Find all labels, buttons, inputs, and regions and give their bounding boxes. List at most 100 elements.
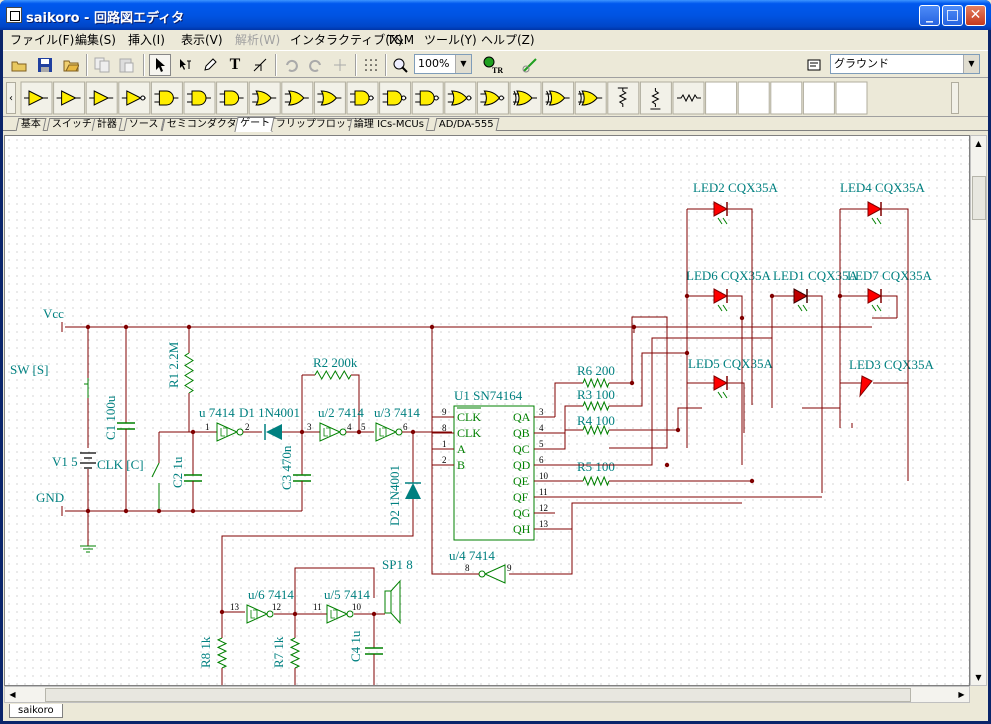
text-tool-button[interactable]: T: [224, 54, 246, 76]
battery-icon[interactable]: [80, 452, 96, 469]
select-tool-button[interactable]: [149, 54, 171, 76]
palette-part-button[interactable]: [770, 81, 803, 115]
palette-part-button[interactable]: [379, 81, 412, 115]
r2-wire[interactable]: [351, 374, 360, 432]
led-wire[interactable]: [807, 295, 823, 493]
r4-resistor[interactable]: [582, 424, 610, 436]
tab-logic-ics[interactable]: 論理 ICs-MCUs: [348, 118, 430, 131]
scroll-down-icon[interactable]: ▼: [975, 673, 982, 682]
open-button[interactable]: [60, 54, 82, 76]
scroll-up-icon[interactable]: ▲: [975, 139, 982, 148]
palette-part-button[interactable]: [737, 81, 770, 115]
r5-resistor[interactable]: [582, 475, 610, 487]
palette-part-button[interactable]: [281, 81, 314, 115]
r4-net[interactable]: [609, 407, 702, 431]
menu-edit[interactable]: 編集(S): [75, 33, 116, 47]
d2-diode[interactable]: [405, 483, 421, 499]
tab-semiconductor[interactable]: セミコンダクタ: [161, 118, 242, 131]
palette-part-button[interactable]: [150, 81, 183, 115]
palette-part-button[interactable]: [85, 81, 118, 115]
menu-file[interactable]: ファイル(F): [10, 33, 75, 47]
tab-basic[interactable]: 基本: [15, 118, 47, 131]
palette-part-button[interactable]: [183, 81, 216, 115]
title-bar[interactable]: saikoro - 回路図エディタ _ □ ✕: [0, 0, 991, 30]
qd-net[interactable]: [555, 337, 772, 466]
menu-tm[interactable]: T&M: [387, 33, 415, 47]
paste-button[interactable]: [115, 54, 137, 76]
c4-capacitor[interactable]: [365, 647, 383, 655]
clk-switch-icon[interactable]: [151, 462, 160, 511]
palette-part-button[interactable]: [574, 81, 607, 115]
layer-select[interactable]: グラウンド ▼: [830, 54, 980, 74]
qh-net[interactable]: [555, 502, 742, 530]
led-wire[interactable]: [727, 382, 745, 433]
palette-part-button[interactable]: [411, 81, 444, 115]
led3[interactable]: [859, 375, 873, 398]
led-wire[interactable]: [881, 208, 909, 481]
menu-view[interactable]: 表示(V): [181, 33, 223, 47]
r6-wire[interactable]: [554, 382, 583, 417]
layer-button[interactable]: [803, 54, 825, 76]
palette-part-button[interactable]: [542, 81, 575, 115]
speaker-icon[interactable]: [384, 579, 401, 625]
led2[interactable]: [713, 201, 729, 217]
led6[interactable]: [713, 288, 729, 304]
palette-part-button[interactable]: [639, 81, 672, 115]
app-icon[interactable]: [6, 7, 22, 23]
menu-analysis[interactable]: 解析(W): [235, 33, 281, 47]
led1[interactable]: [793, 288, 809, 304]
u4-inverter[interactable]: [483, 564, 506, 584]
scroll-left-icon[interactable]: ◀: [9, 690, 16, 699]
minimize-button[interactable]: _: [919, 5, 940, 26]
probe-select-button[interactable]: [519, 54, 541, 76]
d2-wire[interactable]: [221, 499, 414, 612]
r3-net[interactable]: [609, 352, 687, 407]
palette-part-button[interactable]: [346, 81, 379, 115]
palette-part-button[interactable]: [672, 81, 705, 115]
palette-part-button[interactable]: [118, 81, 151, 115]
palette-part-button[interactable]: [444, 81, 477, 115]
grid-button[interactable]: [360, 54, 382, 76]
save-button[interactable]: [34, 54, 56, 76]
c3-capacitor[interactable]: [293, 474, 311, 482]
horizontal-scroll-thumb[interactable]: [45, 688, 911, 702]
r6-net[interactable]: [609, 316, 668, 449]
zoom-button[interactable]: [389, 54, 411, 76]
pencil-tool-button[interactable]: [199, 54, 221, 76]
menu-insert[interactable]: 挿入(I): [128, 33, 165, 47]
palette-part-button[interactable]: [313, 81, 346, 115]
palette-part-button[interactable]: [705, 81, 738, 115]
c2-capacitor[interactable]: [184, 474, 202, 482]
r4-wire[interactable]: [555, 429, 583, 450]
undo-button[interactable]: [280, 54, 302, 76]
led-wire[interactable]: [727, 208, 753, 405]
transient-button[interactable]: TR: [479, 54, 507, 76]
vertical-scrollbar[interactable]: ▲ ▼: [970, 135, 987, 686]
led7[interactable]: [867, 288, 883, 304]
menu-help[interactable]: ヘルプ(Z): [481, 33, 535, 47]
switch-icon[interactable]: [84, 378, 89, 398]
palette-part-button[interactable]: [248, 81, 281, 115]
palette-part-button[interactable]: [20, 81, 53, 115]
palette-part-button[interactable]: [509, 81, 542, 115]
osc-wire[interactable]: [294, 567, 375, 614]
osc-bottom[interactable]: [221, 668, 374, 686]
palette-part-button[interactable]: [835, 81, 868, 115]
r2-resistor[interactable]: [314, 369, 352, 381]
maximize-button[interactable]: □: [942, 5, 963, 26]
palette-part-button[interactable]: [607, 81, 640, 115]
tab-source[interactable]: ソース: [123, 118, 164, 131]
new-file-button[interactable]: [8, 54, 30, 76]
junction-button[interactable]: [329, 54, 351, 76]
scroll-right-icon[interactable]: ▶: [958, 690, 965, 699]
menu-tools[interactable]: ツール(Y): [424, 33, 477, 47]
palette-part-button[interactable]: [53, 81, 86, 115]
probe-tool-button[interactable]: [249, 54, 271, 76]
r6-resistor[interactable]: [582, 377, 610, 389]
close-button[interactable]: ✕: [965, 5, 986, 26]
u4-in[interactable]: [509, 529, 573, 575]
menu-interactive[interactable]: インタラクティブ(X): [290, 33, 403, 47]
zoom-select[interactable]: 100% ▼: [414, 54, 472, 74]
tab-flipflop[interactable]: フリップフロップ: [270, 118, 362, 131]
